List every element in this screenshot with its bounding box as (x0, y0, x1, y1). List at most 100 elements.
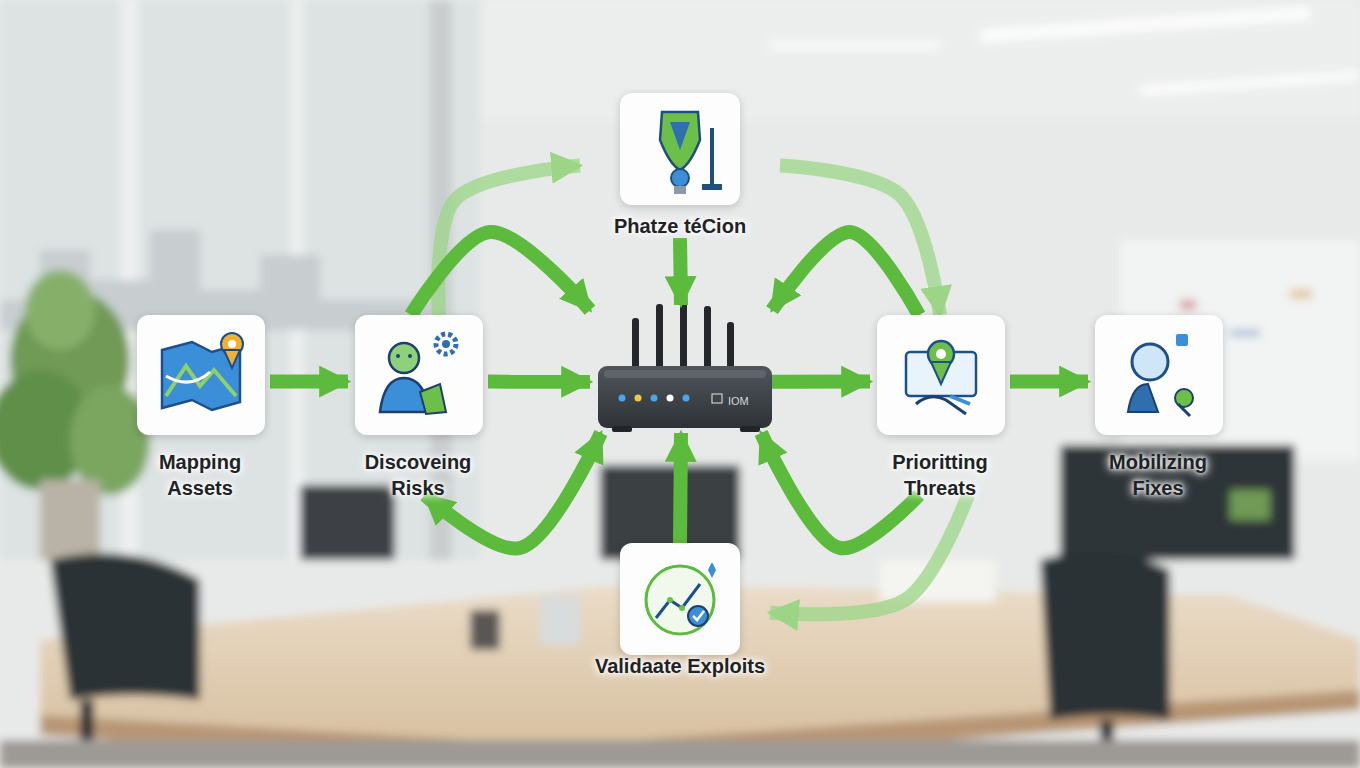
shield-icon (710, 128, 714, 184)
blurred-office (1180, 300, 1196, 310)
blurred-office (980, 6, 1310, 43)
router-illustration (667, 395, 674, 402)
router-illustration (683, 395, 690, 402)
flow-arrow (1010, 375, 1088, 389)
blurred-office (40, 480, 100, 560)
icon-card (620, 543, 740, 655)
flow-arrow (680, 433, 681, 543)
router-illustration (604, 370, 766, 378)
router-illustration (612, 426, 632, 432)
priority-icon (950, 396, 970, 404)
validate-icon (708, 562, 716, 578)
shield-icon (660, 112, 700, 170)
step-node: Phatze téCion (580, 93, 780, 238)
router-illustration (619, 395, 626, 402)
map-icon (162, 333, 243, 410)
flow-arrow (770, 495, 968, 614)
validate-icon (646, 562, 716, 634)
blurred-office (540, 595, 580, 645)
risk-person-icon (396, 354, 400, 358)
node-label: Phatze téCion (580, 213, 780, 239)
fix-magnifier-icon (1132, 344, 1168, 380)
router-illustration (727, 322, 734, 370)
flow-arrow (761, 433, 919, 548)
priority-icon (931, 362, 951, 384)
validate-icon (667, 597, 673, 603)
fix-magnifier-icon (1128, 334, 1193, 416)
node-label: Prioritting Threats (870, 449, 1010, 501)
flow-arrow (270, 375, 348, 389)
router-illustration (598, 366, 772, 428)
blurred-office (1140, 70, 1360, 95)
node-label: Mobilizing Fixes (1088, 449, 1228, 501)
map-icon (224, 350, 240, 368)
router-illustration (740, 426, 760, 432)
router-illustration (656, 304, 663, 370)
risk-person-icon (380, 378, 430, 412)
flow-arrow (411, 232, 590, 315)
blurred-office (1060, 445, 1295, 560)
step-node: Mobilizing Fixes (1088, 315, 1228, 495)
router-illustration (712, 394, 722, 403)
blurred-office (300, 485, 395, 560)
map-icon (228, 340, 236, 348)
risk-person-icon (380, 334, 456, 414)
risk-person-icon (408, 354, 412, 358)
validate-icon (693, 611, 704, 620)
shield-icon (660, 112, 722, 194)
risk-person-icon (389, 343, 419, 373)
risk-person-icon (436, 334, 456, 354)
map-icon (162, 342, 240, 410)
node-label: IOM (728, 394, 768, 408)
step-node: Validaate Exploits (590, 543, 770, 698)
validate-icon (679, 605, 685, 611)
priority-icon (906, 341, 976, 414)
router-illustration (598, 298, 772, 432)
router-illustration (635, 395, 642, 402)
flow-arrow (680, 238, 681, 305)
router-device: IOM (590, 305, 772, 433)
step-node: Mapping Assets (130, 315, 270, 495)
shield-icon (671, 169, 689, 187)
blurred-office (770, 40, 940, 50)
blurred-office (1040, 552, 1170, 720)
fix-magnifier-icon (1176, 334, 1188, 346)
map-icon (166, 372, 210, 382)
flow-arrow (772, 232, 919, 315)
fix-magnifier-icon (1178, 404, 1190, 416)
flow-arrow (488, 375, 590, 389)
router-illustration (632, 318, 639, 370)
router-illustration (651, 395, 658, 402)
priority-icon (936, 349, 946, 359)
priority-icon (906, 352, 976, 396)
icon-card (877, 315, 1005, 435)
blurred-office (1290, 290, 1312, 298)
blurred-office (470, 610, 500, 650)
icon-card (620, 93, 740, 205)
blurred-office (25, 270, 95, 350)
shield-icon (670, 122, 690, 150)
fix-magnifier-icon (1175, 389, 1193, 407)
node-label: Mapping Assets (130, 449, 270, 501)
blurred-office (480, 0, 1360, 120)
icon-card (137, 315, 265, 435)
step-node: Prioritting Threats (870, 315, 1010, 495)
map-icon (166, 366, 236, 396)
priority-icon (916, 397, 966, 414)
node-label: Validaate Exploits (590, 653, 770, 679)
fix-magnifier-icon (1128, 384, 1158, 412)
risk-person-icon (442, 340, 450, 348)
flow-arrow (425, 433, 601, 548)
router-illustration (704, 306, 711, 370)
blurred-office (1230, 490, 1270, 520)
priority-icon (928, 341, 954, 367)
risk-person-icon (420, 384, 446, 414)
icon-card (355, 315, 483, 435)
map-icon (221, 333, 243, 355)
shield-icon (702, 184, 722, 190)
step-node: Discoveing Risks (348, 315, 488, 495)
